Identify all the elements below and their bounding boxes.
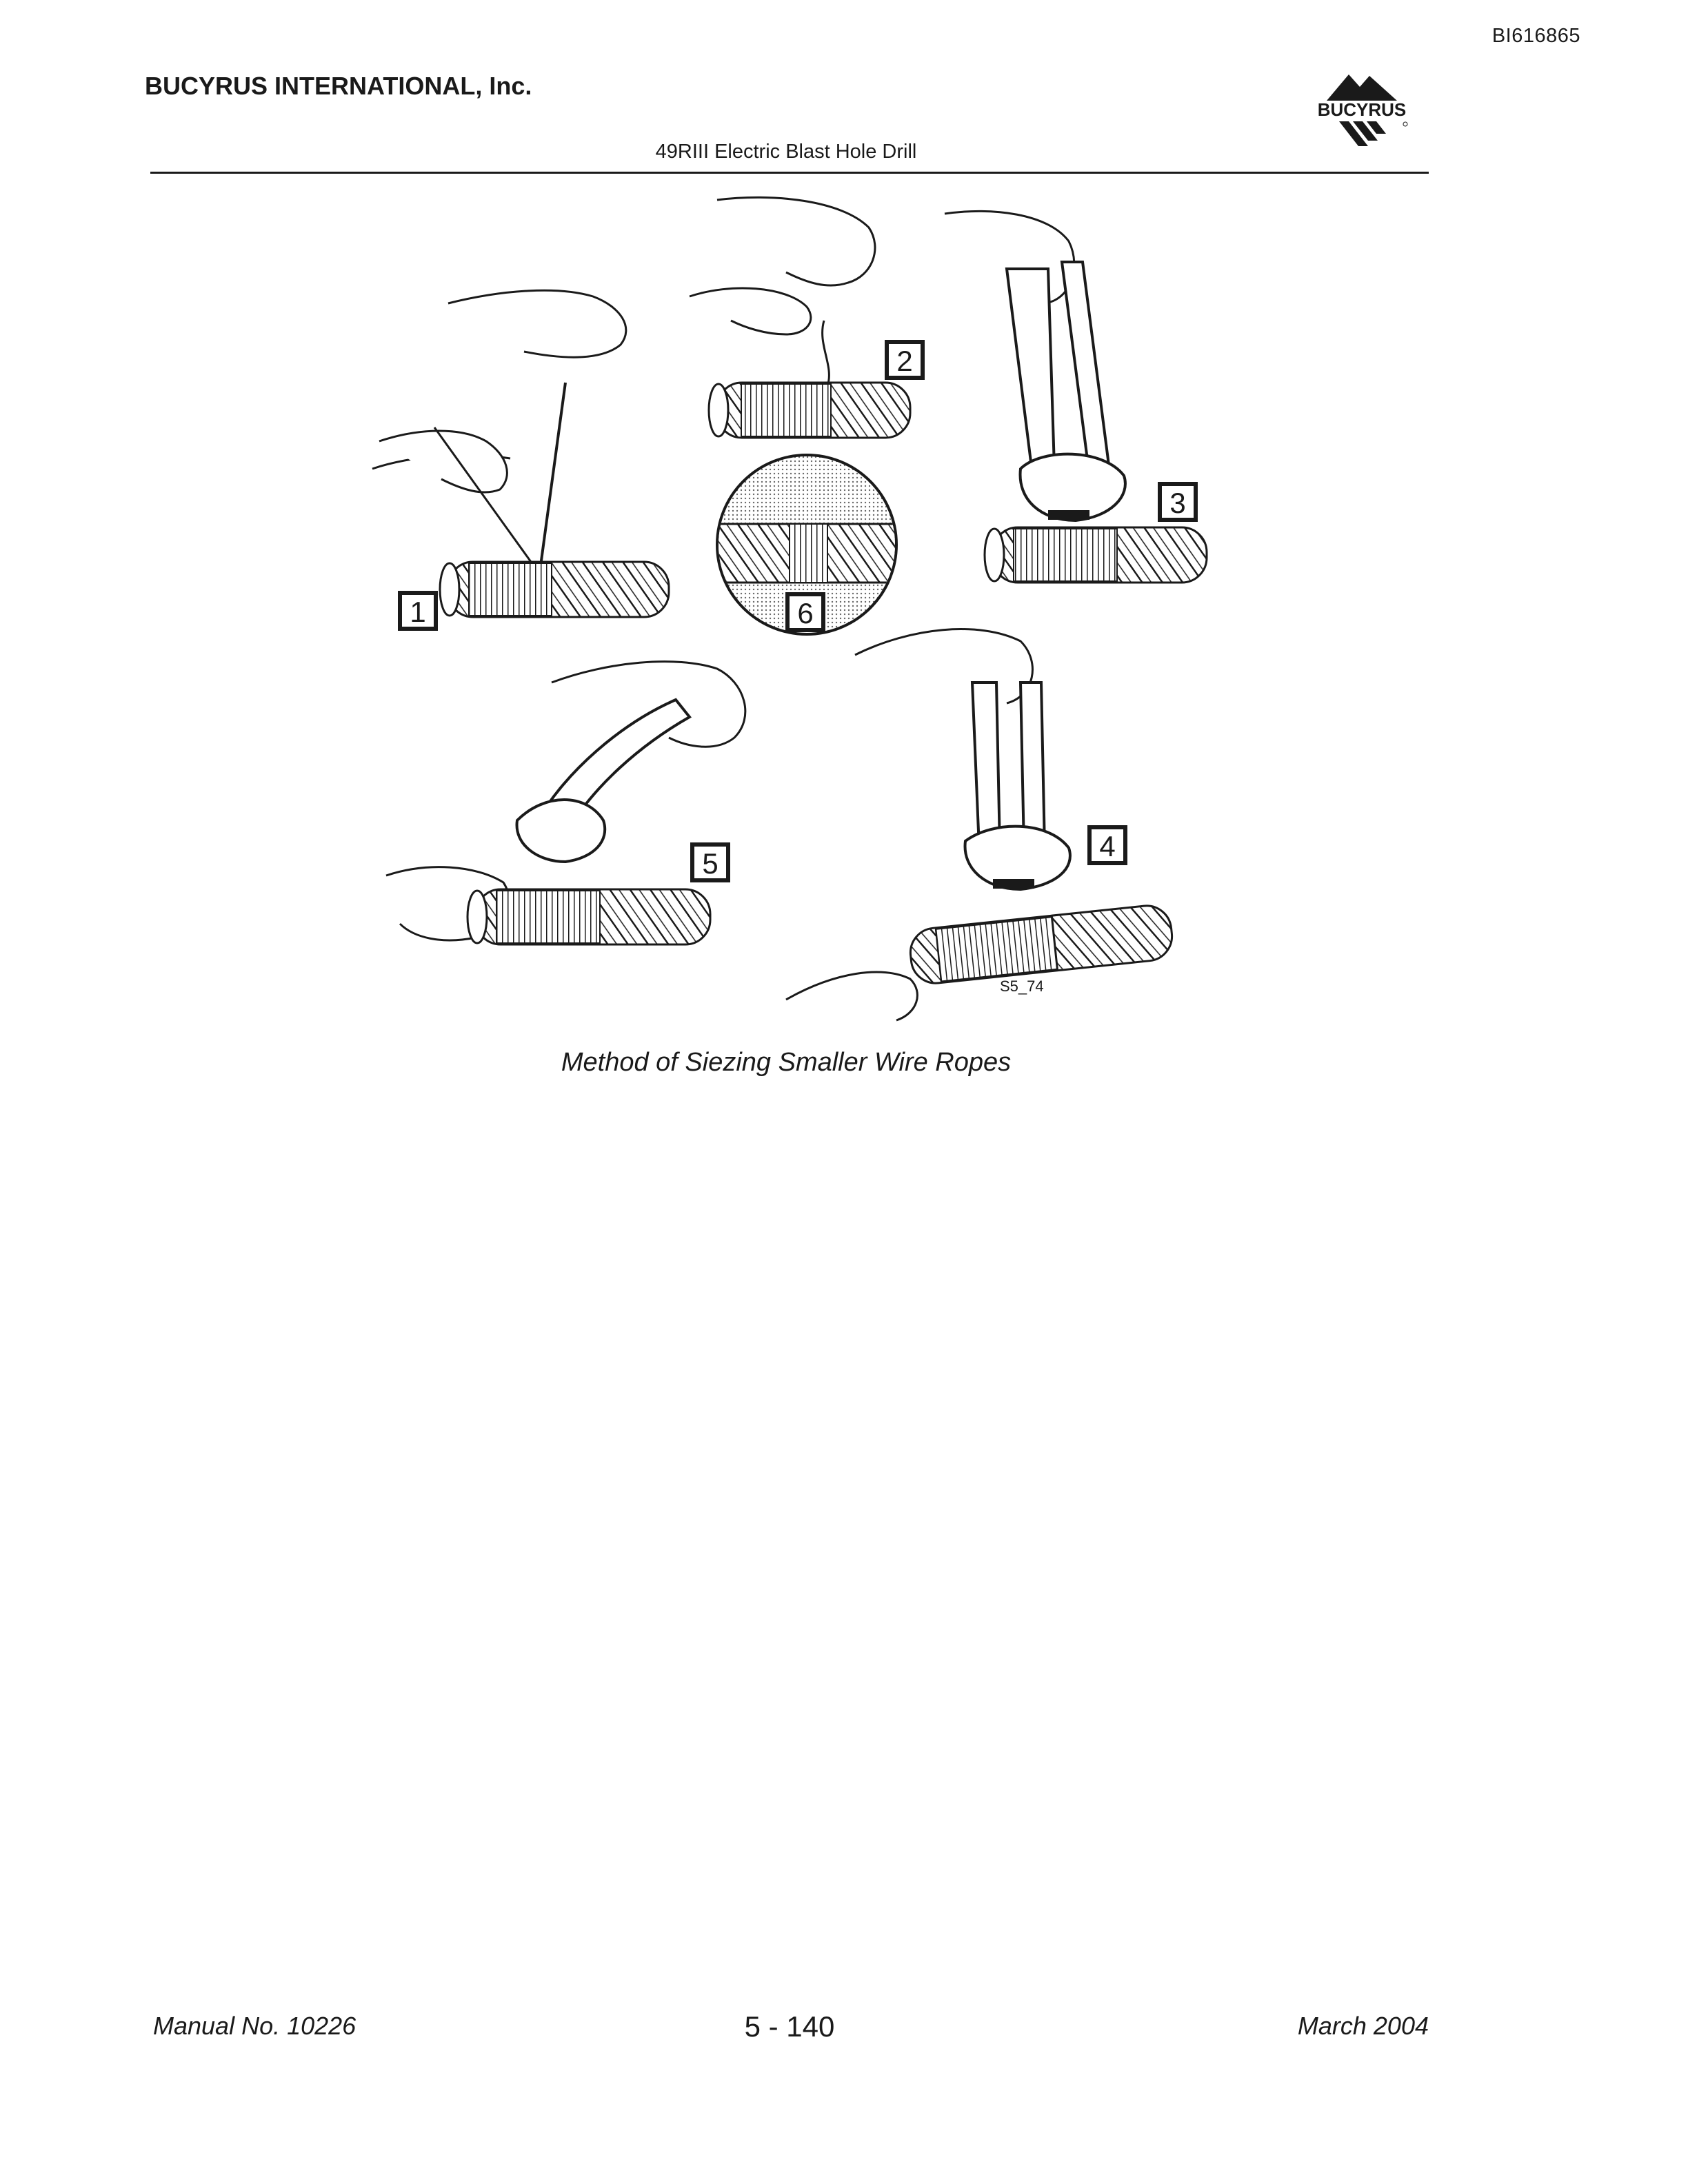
step-label-2: 2 xyxy=(885,340,925,380)
step-label-3-text: 3 xyxy=(1169,487,1185,519)
wire-rope-seizing-illustration: 1 2 3 4 5 6 S5_74 xyxy=(372,196,1208,1022)
step-label-2-text: 2 xyxy=(896,345,912,377)
step-5-illustration xyxy=(385,660,747,946)
bucyrus-logo: BUCYRUS xyxy=(1318,74,1408,146)
logo-wordmark: BUCYRUS xyxy=(1318,99,1407,120)
step-2-illustration xyxy=(689,196,912,439)
step-label-1-text: 1 xyxy=(410,596,425,628)
step-3-illustration xyxy=(944,210,1208,584)
step-label-5: 5 xyxy=(690,842,730,882)
step-label-5-text: 5 xyxy=(702,847,718,880)
page-number: 5 - 140 xyxy=(744,2010,835,2043)
manual-number: Manual No. 10226 xyxy=(153,2012,356,2040)
document-subtitle: 49RIII Electric Blast Hole Drill xyxy=(655,141,917,163)
step-label-6-text: 6 xyxy=(797,597,813,629)
step-label-4-text: 4 xyxy=(1099,830,1115,862)
step-label-4: 4 xyxy=(1087,825,1127,865)
step-4-illustration xyxy=(785,628,1174,1022)
step-1-illustration xyxy=(372,289,670,618)
publication-date: March 2004 xyxy=(1297,2012,1429,2040)
step-label-3: 3 xyxy=(1158,482,1198,522)
step-label-6: 6 xyxy=(785,592,825,632)
figure-code: S5_74 xyxy=(1000,978,1044,995)
header-rule xyxy=(150,172,1429,174)
document-id: BI616865 xyxy=(1491,25,1580,47)
step-label-1: 1 xyxy=(398,591,438,631)
company-name: BUCYRUS INTERNATIONAL, Inc. xyxy=(145,72,532,100)
figure-caption: Method of Siezing Smaller Wire Ropes xyxy=(561,1048,1012,1077)
step-6-inset-illustration xyxy=(716,454,898,636)
